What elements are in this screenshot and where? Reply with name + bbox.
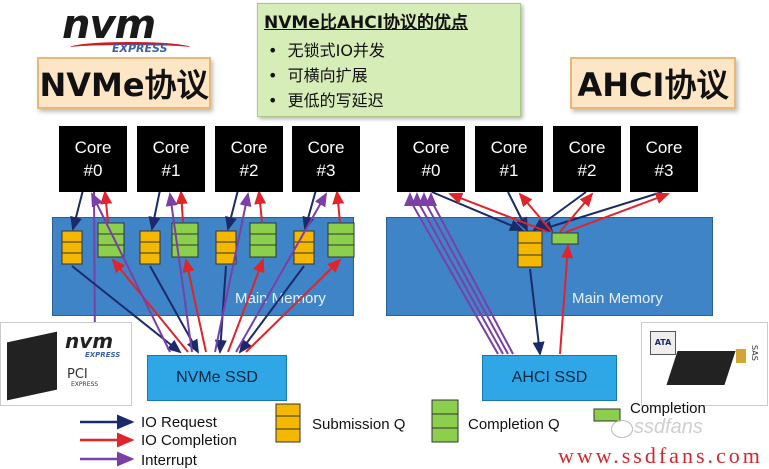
advantage-item: • 更低的写延迟: [268, 91, 384, 110]
legend-io-completion: IO Completion: [141, 432, 237, 449]
legend-completion-q: Completion Q: [468, 416, 560, 433]
legend-submission-q: Submission Q: [312, 416, 406, 433]
nvme-core-3: Core#3: [292, 126, 360, 192]
legend-submission-queue-icon: [275, 403, 301, 443]
advantages-box: NVMe比AHCI协议的优点 • 无锁式IO并发 • 可横向扩展 • 更低的写延…: [257, 3, 521, 117]
wechat-icon: [611, 420, 633, 438]
submission-queue: [215, 230, 237, 265]
submission-queue: [293, 230, 315, 265]
submission-queue: [61, 230, 83, 265]
wechat-watermark: ssdfans: [634, 416, 703, 438]
advantage-item: • 可横向扩展: [268, 66, 368, 85]
legend-arrows: [80, 414, 135, 467]
nvm-logo: nvm: [62, 2, 156, 48]
memory-label: Main Memory: [572, 290, 663, 307]
site-watermark: www.ssdfans.com: [558, 443, 763, 468]
nvme-core-2: Core#2: [215, 126, 283, 192]
ahci-ssd: AHCI SSD: [482, 355, 617, 401]
ahci-core-0: Core#0: [397, 126, 465, 192]
submission-queue: [139, 230, 161, 265]
drive-body: [7, 331, 57, 401]
drive-nvm-logo: nvm: [65, 329, 114, 353]
ahci-core-1: Core#1: [475, 126, 543, 192]
nvme-queues: [61, 222, 355, 265]
sata-drive-image: ATA SAS: [641, 322, 768, 406]
nvme-core-arrows: [70, 189, 345, 353]
nvme-protocol-title: NVMe协议: [37, 57, 211, 109]
legend-completion-icon: [593, 408, 621, 422]
ahci-core-3: Core#3: [630, 126, 698, 192]
pci-logo: PCI: [67, 367, 88, 382]
legend-completion-queue-icon: [431, 399, 459, 443]
nvme-drive-image: nvm EXPRESS PCI EXPRESS: [0, 322, 132, 406]
advantage-item: • 无锁式IO并发: [268, 41, 385, 60]
advantages-title: NVMe比AHCI协议的优点: [264, 13, 469, 33]
drive-body: [666, 351, 736, 385]
logo-swoosh: [70, 42, 190, 53]
nvme-core-1: Core#1: [137, 126, 205, 192]
nvme-core-0: Core#0: [59, 126, 127, 192]
sas-label: SAS: [750, 345, 759, 361]
ahci-arrows: [404, 191, 670, 356]
drive-express-logo: EXPRESS: [85, 351, 121, 359]
completion-queue: [249, 222, 277, 258]
ata-badge: ATA: [650, 331, 676, 355]
pci-express-logo: EXPRESS: [71, 381, 99, 388]
nvme-ssd-arrows: [71, 192, 342, 354]
submission-queue: [517, 230, 543, 268]
ahci-protocol-title: AHCI协议: [570, 57, 736, 109]
completion-queue: [327, 222, 355, 258]
ahci-queues: [517, 230, 579, 268]
ahci-core-2: Core#2: [553, 126, 621, 192]
connector-icon: [736, 349, 746, 363]
legend-completion: Completion: [630, 400, 706, 417]
legend-interrupt: Interrupt: [141, 452, 197, 469]
nvme-ssd: NVMe SSD: [147, 355, 287, 401]
logo-express: EXPRESS: [112, 42, 168, 55]
completion-queue: [551, 232, 579, 245]
legend-io-request: IO Request: [141, 414, 217, 431]
